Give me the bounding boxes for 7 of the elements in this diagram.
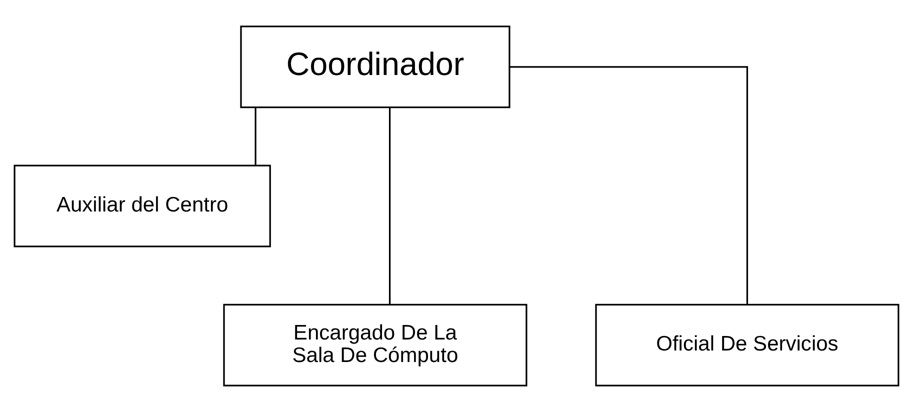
node-box: Oficial De Servicios	[595, 304, 900, 386]
connector	[254, 108, 256, 166]
node-box: Coordinador	[240, 26, 510, 108]
node-box: Auxiliar del Centro	[14, 164, 271, 248]
connector	[388, 107, 391, 305]
connector	[510, 66, 748, 305]
node-box: Encargado De La Sala De Cómputo	[223, 304, 528, 386]
